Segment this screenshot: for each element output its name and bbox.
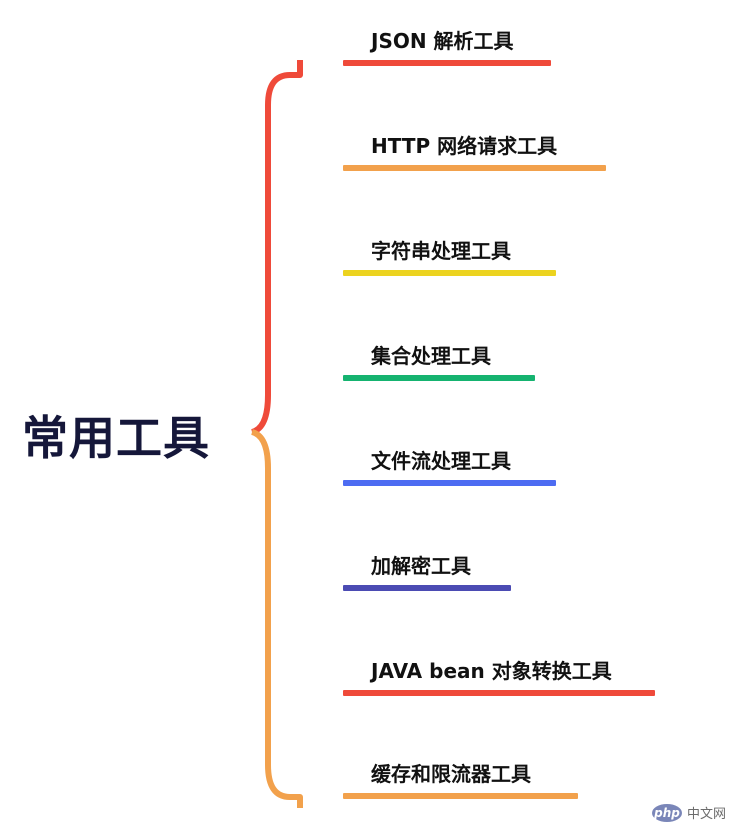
branch-label: HTTP 网络请求工具 <box>371 134 558 158</box>
branch-underline <box>343 690 655 696</box>
branch-underline <box>343 585 511 591</box>
branch-label: JSON 解析工具 <box>371 29 514 53</box>
branch-underline <box>343 793 578 799</box>
root-topic-label: 常用工具 <box>22 411 210 465</box>
branch-label: 集合处理工具 <box>371 344 491 368</box>
bracket-bottom-curve <box>250 429 303 808</box>
branch-underline <box>343 270 556 276</box>
php-logo-icon: php <box>651 803 682 822</box>
branch-label: 字符串处理工具 <box>371 239 511 263</box>
bracket-top-curve <box>250 60 303 435</box>
branch-underline <box>343 165 606 171</box>
watermark-text: 中文网 <box>686 807 726 822</box>
branch-label: 加解密工具 <box>371 554 471 578</box>
branch-label: 缓存和限流器工具 <box>371 762 531 786</box>
watermark: php 中文网 <box>651 803 726 822</box>
branch-underline <box>343 480 556 486</box>
branch-underline <box>343 60 551 66</box>
branch-label: JAVA bean 对象转换工具 <box>371 659 612 683</box>
branch-label: 文件流处理工具 <box>371 449 511 473</box>
branch-underline <box>343 375 535 381</box>
